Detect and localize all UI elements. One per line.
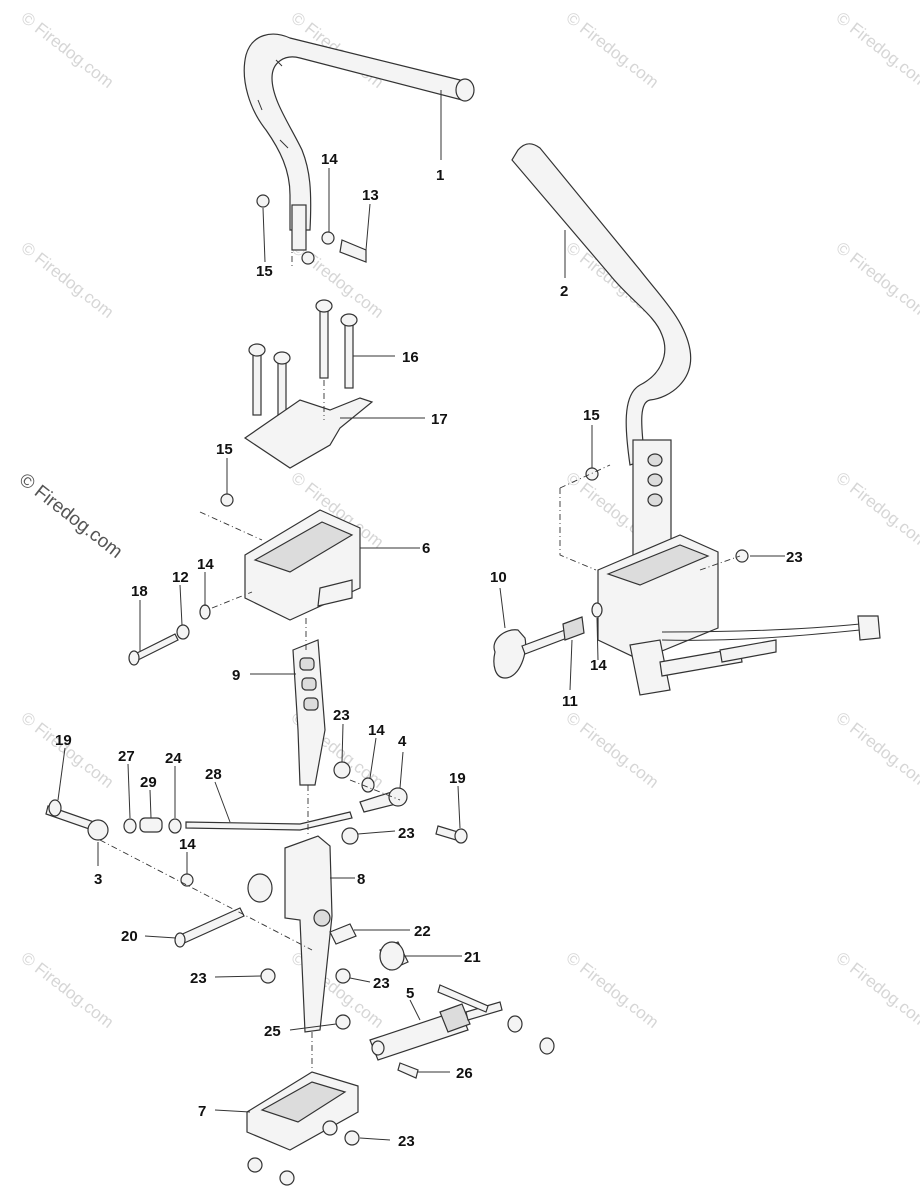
callout-label: 6 <box>422 540 430 557</box>
callout-label: 21 <box>464 949 481 966</box>
callout-label: 3 <box>94 871 102 888</box>
callout-label: 7 <box>198 1103 206 1120</box>
callout-label: 27 <box>118 748 135 765</box>
callout-label: 15 <box>583 407 600 424</box>
bolt-18-group <box>128 604 211 666</box>
callout-label: 5 <box>406 985 414 1002</box>
control-box-assembly <box>597 534 881 696</box>
callout-label: 10 <box>490 569 507 586</box>
knob-assembly <box>493 602 603 679</box>
callout-label: 23 <box>398 825 415 842</box>
watermark-prominent: © Firedog.com <box>15 469 126 562</box>
callout-label: 19 <box>55 732 72 749</box>
handle-right <box>511 143 692 559</box>
callout-label: 15 <box>256 263 273 280</box>
watermark: © Firedog.com <box>18 948 118 1032</box>
callout-label: 23 <box>190 970 207 987</box>
damper-5 <box>369 984 555 1079</box>
watermark: © Firedog.com <box>18 238 118 322</box>
callout-label: 8 <box>357 871 365 888</box>
handle-left <box>243 33 475 265</box>
callout-label: 25 <box>264 1023 281 1040</box>
mounting-bolts <box>248 299 358 433</box>
callout-label: 24 <box>165 750 182 767</box>
callout-label: 11 <box>562 693 578 710</box>
watermark: © Firedog.com <box>833 238 920 322</box>
watermarks: © Firedog.com © Firedog.com © Firedog.co… <box>15 8 920 1032</box>
watermark: © Firedog.com <box>833 708 920 792</box>
base-7 <box>246 1071 360 1186</box>
control-bracket <box>220 493 361 621</box>
callout-label: 2 <box>560 283 568 300</box>
watermark: © Firedog.com <box>18 8 118 92</box>
watermark: © Firedog.com <box>563 708 663 792</box>
callout-label: 14 <box>179 836 196 853</box>
nut-25 <box>335 1014 351 1030</box>
watermark: © Firedog.com <box>563 8 663 92</box>
nut-23 <box>335 968 351 984</box>
callout-label: 14 <box>321 151 338 168</box>
callout-label: 4 <box>398 733 407 750</box>
callout-label: 23 <box>333 707 350 724</box>
callout-label: 14 <box>368 722 385 739</box>
lower-arm <box>174 835 333 1033</box>
callout-label: 26 <box>456 1065 473 1082</box>
callout-label: 13 <box>362 187 379 204</box>
callout-label: 29 <box>140 774 157 791</box>
callout-label: 15 <box>216 441 233 458</box>
callout-label: 18 <box>131 583 148 600</box>
callout-label: 20 <box>121 928 138 945</box>
linkage-rod-assembly <box>45 761 468 887</box>
callout-label: 23 <box>786 549 803 566</box>
leader-lines <box>57 90 785 1141</box>
callout-label: 1 <box>436 167 444 184</box>
callout-label: 14 <box>197 556 214 573</box>
mounting-plate <box>243 397 374 469</box>
watermark: © Firedog.com <box>18 708 118 792</box>
nut-23 <box>260 968 276 984</box>
bushing-21 <box>379 941 409 971</box>
callout-label: 16 <box>402 349 419 366</box>
callout-labels: 1 2 3 4 5 6 7 8 9 10 11 12 13 14 14 14 1… <box>55 151 803 1150</box>
callout-label: 17 <box>431 411 448 428</box>
alignment-lines <box>99 230 741 1070</box>
callout-label: 23 <box>373 975 390 992</box>
callout-label: 14 <box>590 657 607 674</box>
watermark: © Firedog.com <box>833 948 920 1032</box>
callout-label: 19 <box>449 770 466 787</box>
callout-label: 28 <box>205 766 222 783</box>
watermark: © Firedog.com <box>563 948 663 1032</box>
callout-label: 23 <box>398 1133 415 1150</box>
callout-label: 9 <box>232 667 240 684</box>
callout-label: 22 <box>414 923 431 940</box>
watermark: © Firedog.com <box>833 8 920 92</box>
bushing-22 <box>329 923 357 945</box>
callout-label: 12 <box>172 569 189 586</box>
watermark: © Firedog.com <box>288 238 388 322</box>
watermark: © Firedog.com <box>833 468 920 552</box>
lever-arm <box>292 639 326 786</box>
